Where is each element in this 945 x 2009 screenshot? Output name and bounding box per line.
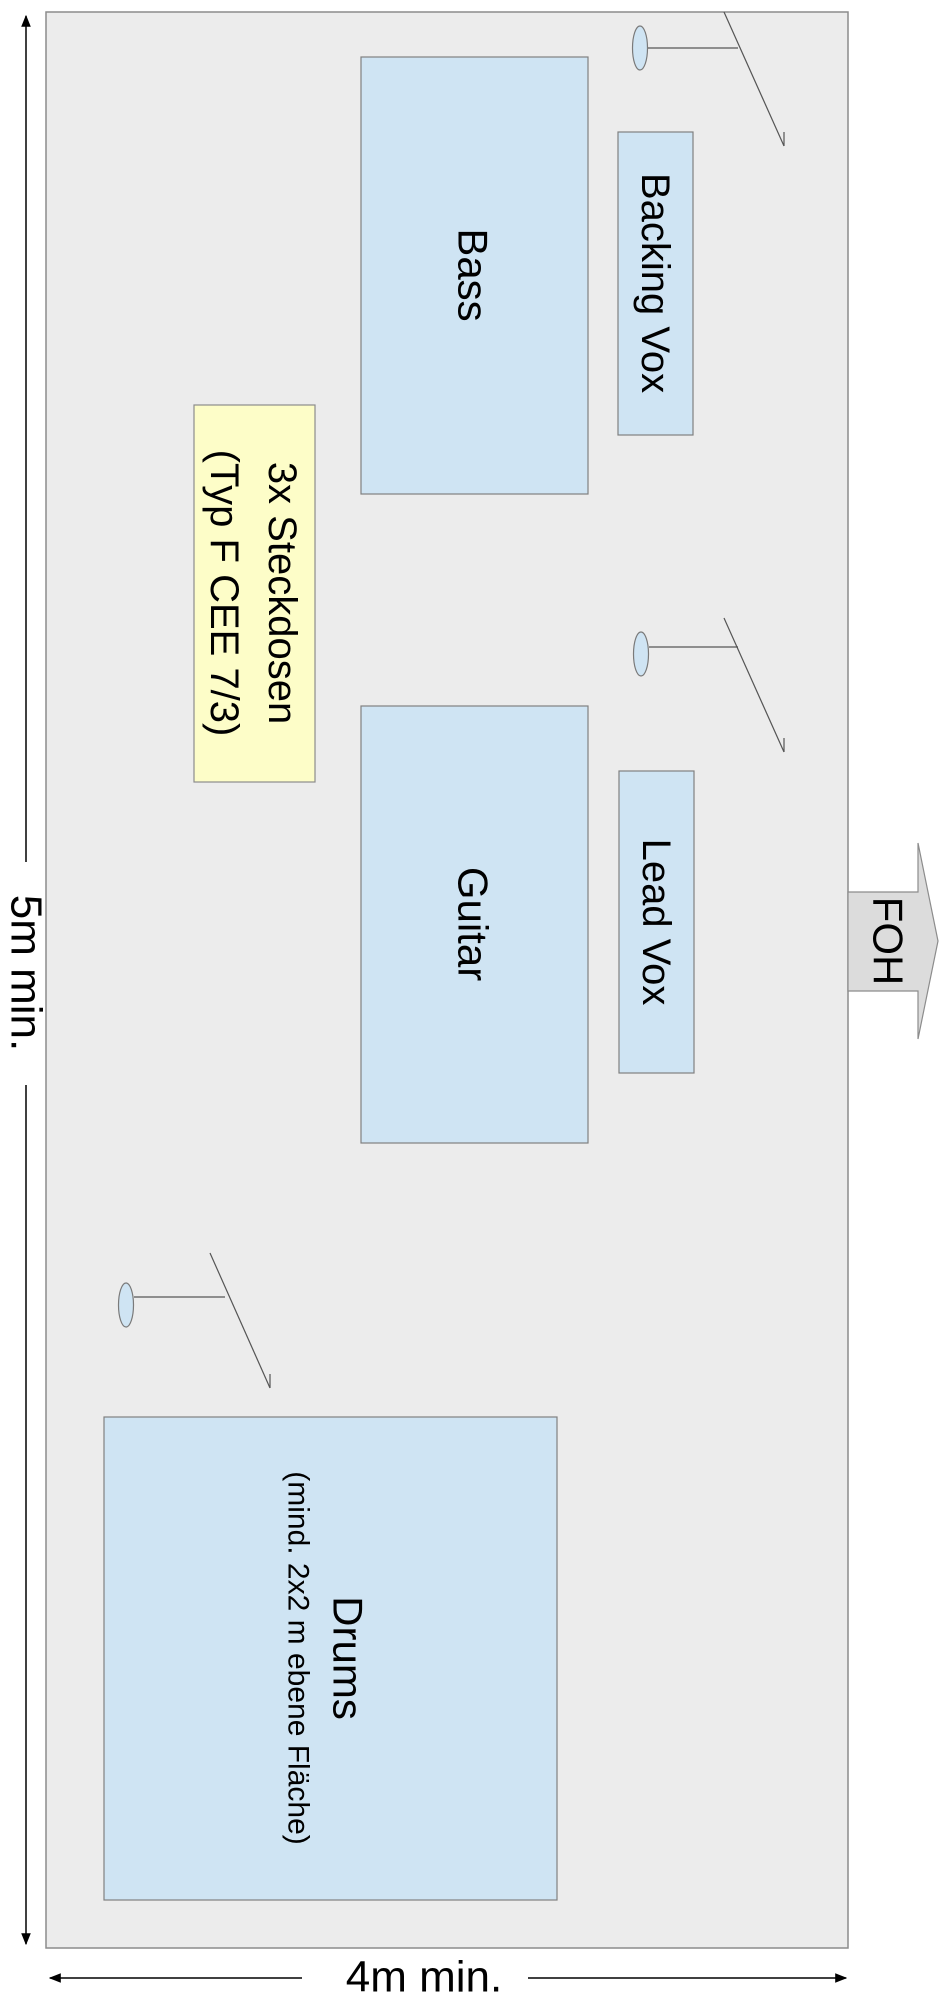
guitar-position: Guitar bbox=[360, 705, 589, 1144]
drums-note: (mind. 2x2 m ebene Fläche) bbox=[282, 1471, 315, 1845]
power-line-1: 3x Steckdosen bbox=[260, 462, 304, 724]
power-outlets-note: 3x Steckdosen (Typ F CEE 7/3) bbox=[193, 404, 316, 783]
arrow-icon bbox=[847, 842, 939, 1040]
lead-vox-label: Lead Vox bbox=[634, 839, 678, 1006]
bass-position: Bass bbox=[360, 56, 589, 495]
bass-label: Bass bbox=[450, 228, 497, 321]
guitar-label: Guitar bbox=[450, 867, 497, 981]
backing-vox-position: Backing Vox bbox=[617, 131, 694, 436]
microphone-stand-icon bbox=[117, 1252, 271, 1389]
depth-label: 5m min. bbox=[2, 895, 51, 1051]
foh-label: FOH bbox=[865, 897, 912, 986]
foh-arrow: FOH bbox=[847, 842, 939, 1040]
microphone-stand-icon bbox=[631, 11, 785, 147]
width-dimension: 4m min. bbox=[48, 1953, 848, 2002]
depth-dimension: 5m min. bbox=[2, 14, 51, 1946]
microphone-stand-icon bbox=[632, 617, 785, 753]
lead-vox-position: Lead Vox bbox=[618, 770, 695, 1074]
width-label: 4m min. bbox=[346, 1953, 502, 2002]
drums-position: Drums (mind. 2x2 m ebene Fläche) bbox=[103, 1416, 558, 1901]
power-line-2: (Typ F CEE 7/3) bbox=[202, 450, 246, 737]
drums-label: Drums bbox=[325, 1596, 372, 1720]
backing-vox-label: Backing Vox bbox=[633, 173, 677, 393]
